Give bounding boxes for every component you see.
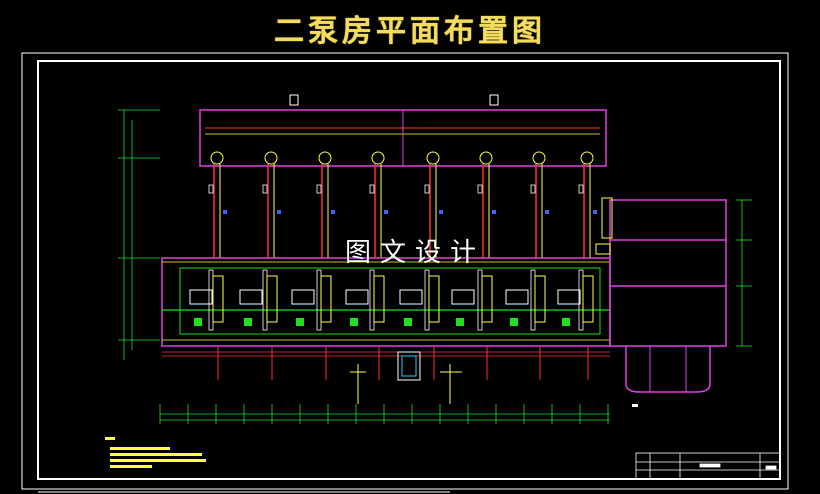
valve-mark	[439, 210, 443, 214]
motor	[557, 289, 581, 305]
pump-shaft	[369, 269, 375, 331]
valve-mark	[492, 210, 496, 214]
valve-mark	[424, 184, 430, 194]
pump-body	[373, 275, 385, 323]
motor	[239, 289, 263, 305]
control-box	[194, 318, 202, 326]
pump-hall	[161, 257, 611, 357]
pump-columns	[208, 151, 597, 258]
control-box	[350, 318, 358, 326]
control-box	[562, 318, 570, 326]
pump-flange	[479, 151, 493, 165]
left-dimension-chain	[118, 109, 160, 360]
inner-frame	[37, 60, 781, 480]
pump-body	[320, 275, 332, 323]
upper-gallery	[199, 94, 607, 167]
valve-mark	[331, 210, 335, 214]
valve-mark	[477, 184, 483, 194]
pump-shaft	[530, 269, 536, 331]
pump-flange	[426, 151, 440, 165]
pump-body	[582, 275, 594, 323]
pump-flange	[580, 151, 594, 165]
pump-shaft	[316, 269, 322, 331]
valve-mark	[578, 184, 584, 194]
valve-mark	[223, 210, 227, 214]
pump-shaft	[477, 269, 483, 331]
pump-flange	[264, 151, 278, 165]
control-box	[456, 318, 464, 326]
drawing-title: 二泵房平面布置图	[274, 14, 546, 49]
title-block	[635, 452, 781, 480]
motor	[399, 289, 423, 305]
control-box	[510, 318, 518, 326]
pump-shaft	[424, 269, 430, 331]
valve-mark	[208, 184, 214, 194]
valve-mark	[530, 184, 536, 194]
pump-flange	[318, 151, 332, 165]
control-box	[404, 318, 412, 326]
outer-frame	[21, 52, 789, 490]
pump-flange	[532, 151, 546, 165]
valve-mark	[384, 210, 388, 214]
pump-flange	[210, 151, 224, 165]
valve-mark	[262, 184, 268, 194]
pump-body	[212, 275, 224, 323]
valve-mark	[316, 184, 322, 194]
valve-mark	[277, 210, 281, 214]
motor	[505, 289, 529, 305]
motor	[345, 289, 369, 305]
control-box	[244, 318, 252, 326]
valve-mark	[593, 210, 597, 214]
pump-shaft	[262, 269, 268, 331]
bottom-dimension-chain	[159, 404, 610, 424]
motor	[291, 289, 315, 305]
pump-body	[481, 275, 493, 323]
watermark: 图文设计	[345, 238, 486, 268]
annex-rooms	[595, 197, 752, 407]
notes-block	[105, 437, 206, 468]
pump-flange	[371, 151, 385, 165]
entrance	[350, 351, 462, 404]
valve-mark	[369, 184, 375, 194]
motor	[451, 289, 475, 305]
motor	[189, 289, 213, 305]
pump-body	[266, 275, 278, 323]
valve-mark	[545, 210, 549, 214]
control-box	[296, 318, 304, 326]
pump-body	[428, 275, 440, 323]
pump-units	[189, 269, 594, 380]
pump-body	[534, 275, 546, 323]
